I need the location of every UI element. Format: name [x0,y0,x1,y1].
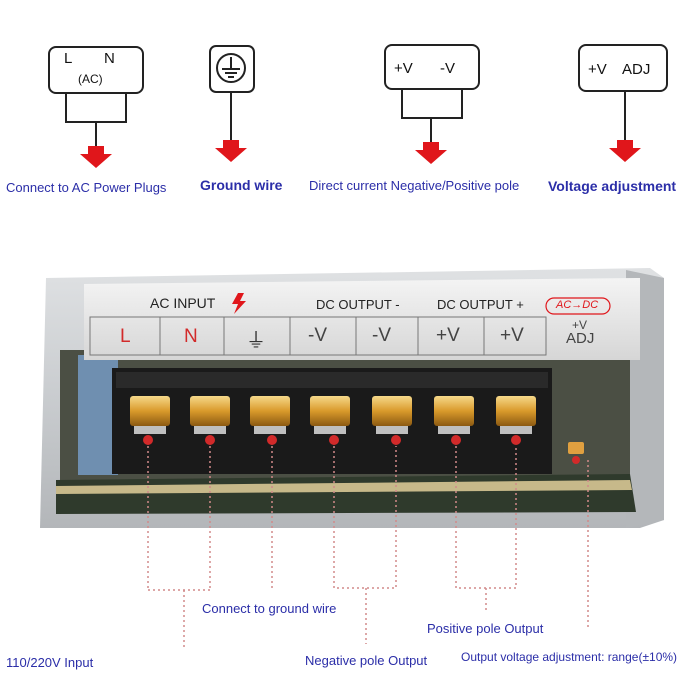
caption-adj: Voltage adjustment [548,178,677,194]
callout-negative: Negative pole Output [305,653,428,668]
callout-input: 110/220V Input [6,655,94,670]
terminal-l-label: L [120,326,131,347]
dc-output-neg-label: DC OUTPUT - [316,297,400,312]
ac-symbol-box [48,46,144,94]
adj-symbol-box [578,44,668,92]
dc-output-pos-label: DC OUTPUT + [437,297,524,312]
dc-symbol-box [384,44,480,90]
terminal-ground-label: ⏚ [246,330,266,352]
callout-positive: Positive pole Output [427,621,544,636]
caption-ground: Ground wire [200,177,283,193]
terminal-n-label: N [184,326,198,347]
adj-pos-label: +V [588,61,607,78]
terminal-neg2-label: -V [372,325,391,346]
adj-adj-label: ADJ [622,61,651,78]
ac-input-label: AC INPUT [150,295,216,311]
dc-pos-label: +V [394,60,413,77]
terminal-adj-bottom: ADJ [566,330,595,347]
terminal-neg1-label: -V [308,325,327,346]
terminal-pos1-label: +V [436,325,460,346]
ac-dc-badge: AC→DC [556,299,599,311]
caption-ac: Connect to AC Power Plugs [6,180,167,195]
terminal-adj-top: +V [572,318,588,332]
dc-neg-label: -V [440,60,455,77]
callout-ground: Connect to ground wire [202,601,337,616]
callout-adjust: Output voltage adjustment: range(±10%) [461,650,678,664]
ac-sub-label: (AC) [78,72,103,86]
terminal-pos2-label: +V [500,325,524,346]
ac-n-label: N [104,50,115,67]
caption-dc: Direct current Negative/Positive pole [309,178,520,193]
ac-l-label: L [64,50,73,67]
